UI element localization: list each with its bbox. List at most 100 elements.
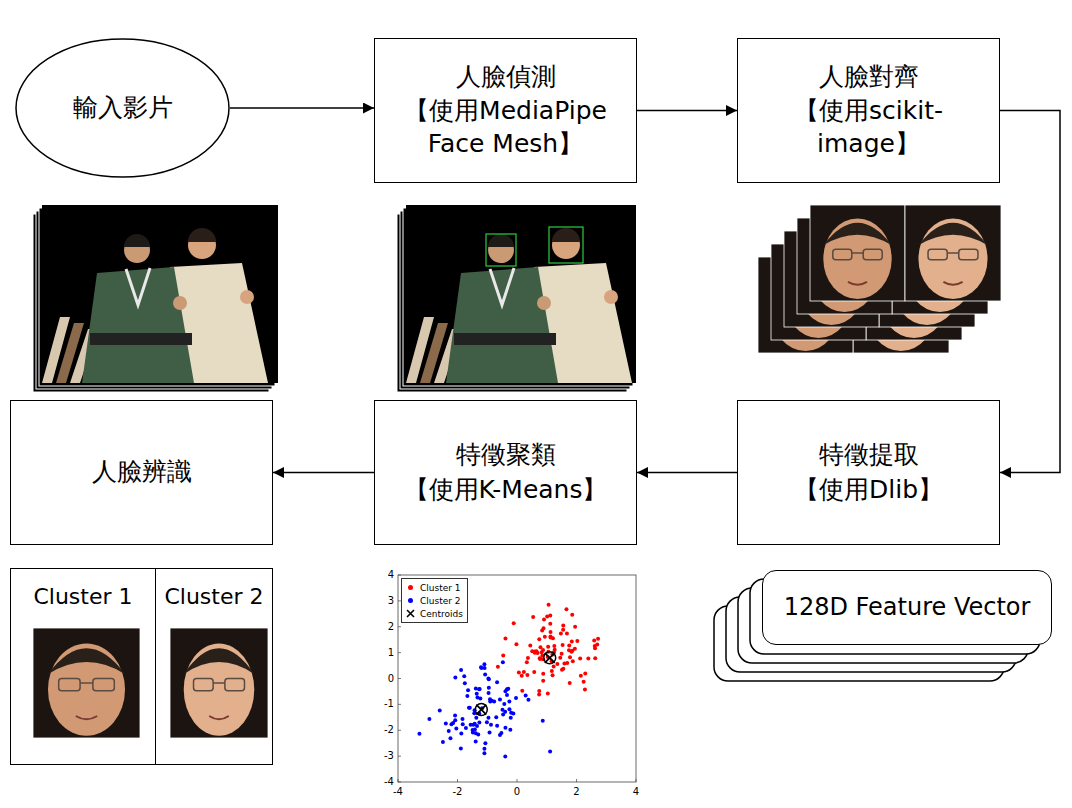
- scatter-plot-part: [537, 693, 541, 697]
- scatter-plot-part: [453, 676, 457, 680]
- scatter-plot-part: [495, 724, 499, 728]
- scatter-plot-part: [565, 632, 569, 636]
- aligned-faces-part-part: [947, 252, 959, 254]
- scatter-plot-part: [496, 665, 500, 669]
- scatter-plot-part: [517, 779, 518, 782]
- scatter-plot-part: [476, 732, 480, 736]
- scatter-plot-part: [482, 751, 486, 755]
- scatter-plot-part: [593, 646, 597, 650]
- scatter-plot-part: [509, 716, 513, 720]
- scatter-plot-part: [463, 681, 467, 685]
- video-frames-part: [90, 333, 192, 345]
- scatter-plot-part: [548, 750, 552, 754]
- axis-tick-label: 0: [370, 673, 394, 685]
- scatter-plot-part: [571, 659, 575, 663]
- scatter-plot-part: [568, 681, 572, 685]
- node-title: 人臉偵測: [456, 61, 556, 94]
- scatter-plot-part: [537, 689, 541, 693]
- scatter-plot-part: [517, 671, 521, 675]
- scatter-plot-part: [586, 657, 590, 661]
- scatter-plot-part: [487, 677, 491, 681]
- scatter-plot-part: [477, 687, 481, 691]
- detected-frames-part: [537, 296, 551, 310]
- process-box: 人臉辨識: [10, 400, 273, 545]
- scatter-plot-part: [555, 662, 559, 666]
- aligned-faces-part: [905, 205, 1001, 301]
- axis-tick-label: 2: [370, 621, 394, 633]
- scatter-plot-part: [498, 698, 502, 702]
- plot-legend: Cluster 1Cluster 2Centroids: [401, 578, 468, 623]
- detected-frames-part: [490, 268, 514, 305]
- scatter-plot-part: [487, 686, 491, 690]
- scatter-plot-part: [573, 625, 577, 629]
- scatter-plot-part: [541, 679, 545, 683]
- scatter-plot-part: [549, 630, 553, 634]
- scatter-plot-part: [501, 713, 505, 717]
- scatter-plot-part: [578, 656, 582, 660]
- scatter-plot-part: [398, 782, 401, 783]
- scatter-plot-part: [494, 715, 498, 719]
- scatter-plot-part: [501, 660, 505, 664]
- scatter-plot-part: [453, 714, 457, 718]
- scatter-plot-part: [501, 654, 505, 658]
- scatter-plot-part: [398, 575, 401, 576]
- scatter-plot-part: [542, 618, 546, 622]
- scatter-plot-part: [561, 624, 565, 628]
- flow-arrow: [1000, 111, 1060, 473]
- scatter-plot-part: [526, 656, 530, 660]
- cluster-face-part-part: [225, 679, 245, 691]
- detected-frames-part: [486, 234, 516, 266]
- scatter-plot-part: [398, 704, 401, 705]
- axis-tick-label: 2: [565, 786, 589, 798]
- video-frames-part: [124, 234, 150, 247]
- aligned-faces-part-part: [848, 282, 867, 285]
- scatter-plot-part: [525, 673, 529, 677]
- scatter-plot-part: [454, 727, 458, 731]
- video-frames-part: [188, 228, 216, 242]
- cluster-face-part-part: [184, 643, 255, 735]
- axis-tick-label: 0: [505, 786, 529, 798]
- scatter-plot-part: [582, 680, 586, 684]
- cluster-face-part-part: [194, 679, 214, 691]
- cluster-face-part-part: [80, 682, 93, 684]
- scatter-plot-part: [486, 677, 490, 681]
- scatter-plot-part: [459, 731, 463, 735]
- node-title: 人臉對齊: [819, 61, 919, 94]
- scatter-plot-part: [570, 649, 574, 653]
- node-title: 特徵聚類: [456, 439, 556, 472]
- cluster-face-part-part: [59, 679, 80, 691]
- scatter-plot-part: [480, 666, 484, 670]
- scatter-plot-part: [474, 740, 478, 744]
- scatter-plot-part: [514, 642, 518, 646]
- scatter-plot-part: [462, 674, 466, 678]
- legend-text: Centroids: [420, 608, 463, 620]
- scatter-plot-part: [467, 706, 471, 710]
- scatter-plot-part: [567, 643, 571, 647]
- scatter-plot-part: [503, 754, 507, 758]
- scatter-plot-part: [595, 642, 599, 646]
- cluster-face: [33, 628, 268, 738]
- scatter-plot-part: [459, 746, 463, 750]
- scatter-plot-part: [538, 657, 542, 661]
- node-title: 人臉辨識: [92, 456, 192, 489]
- scatter-plot-part: [507, 700, 511, 704]
- video-frames-part: [173, 296, 187, 310]
- axis-tick-label: -3: [370, 750, 394, 762]
- scatter-plot-part: [579, 674, 583, 678]
- scatter-plot-part: [636, 779, 637, 782]
- scatter-plot-part: [492, 700, 496, 704]
- scatter-plot-part: [487, 691, 491, 695]
- legend-text: Cluster 1: [420, 582, 461, 594]
- node-subtitle: 【使用K-Means】: [404, 474, 608, 507]
- node-title: 128D Feature Vector: [784, 592, 1031, 623]
- scatter-plot-part: [548, 622, 552, 626]
- scatter-plot-part: [476, 705, 486, 715]
- scatter-plot-part: [477, 720, 481, 724]
- axis-tick-label: -1: [370, 698, 394, 710]
- cluster-face-part-part: [213, 682, 225, 684]
- scatter-plot-part: [507, 707, 511, 711]
- scatter-plot-part: [538, 657, 542, 661]
- legend-symbol: [407, 610, 414, 617]
- axis-tick-label: -4: [370, 776, 394, 788]
